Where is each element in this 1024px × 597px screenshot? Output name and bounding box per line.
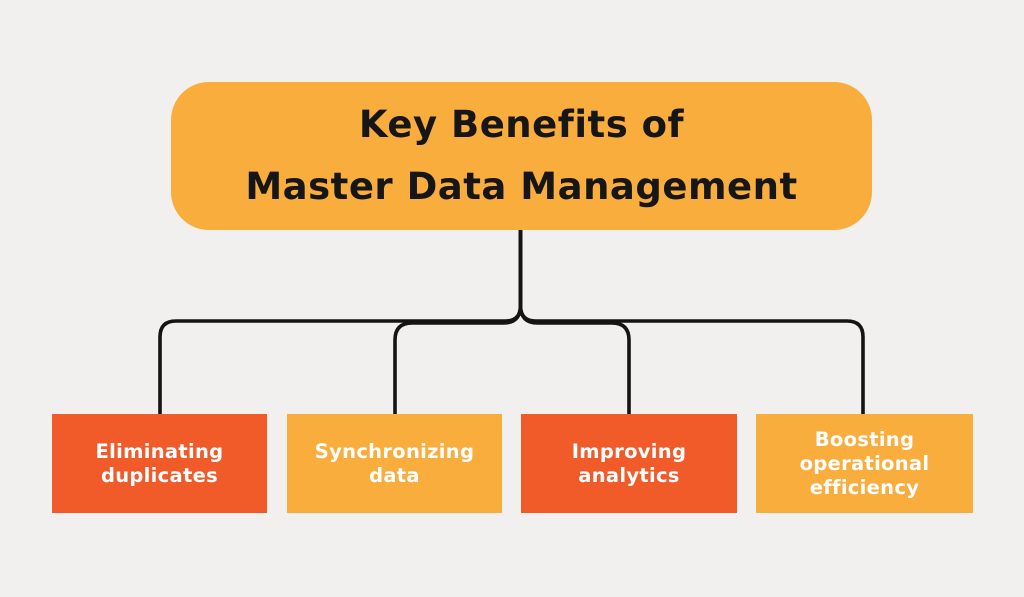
connector-to-benefit-2 — [393, 230, 523, 415]
benefit-node-synchronizing-data: Synchronizing data — [287, 414, 502, 513]
benefit-node-improving-analytics: Improving analytics — [521, 414, 737, 513]
benefit-node-eliminating-duplicates: Eliminating duplicates — [52, 414, 267, 513]
benefit-label: Improving analytics — [571, 439, 687, 487]
benefit-node-boosting-operational-efficiency: Boosting operational efficiency — [756, 414, 973, 513]
diagram-title-line2: Master Data Management — [245, 165, 798, 208]
benefit-label: Synchronizing data — [314, 439, 475, 487]
benefit-label: Boosting operational efficiency — [799, 427, 930, 499]
connector-to-benefit-4 — [518, 230, 865, 415]
header-node: Key Benefits of Master Data Management — [171, 82, 872, 230]
diagram-title-line1: Key Benefits of — [358, 103, 685, 146]
benefit-label: Eliminating duplicates — [95, 439, 224, 487]
